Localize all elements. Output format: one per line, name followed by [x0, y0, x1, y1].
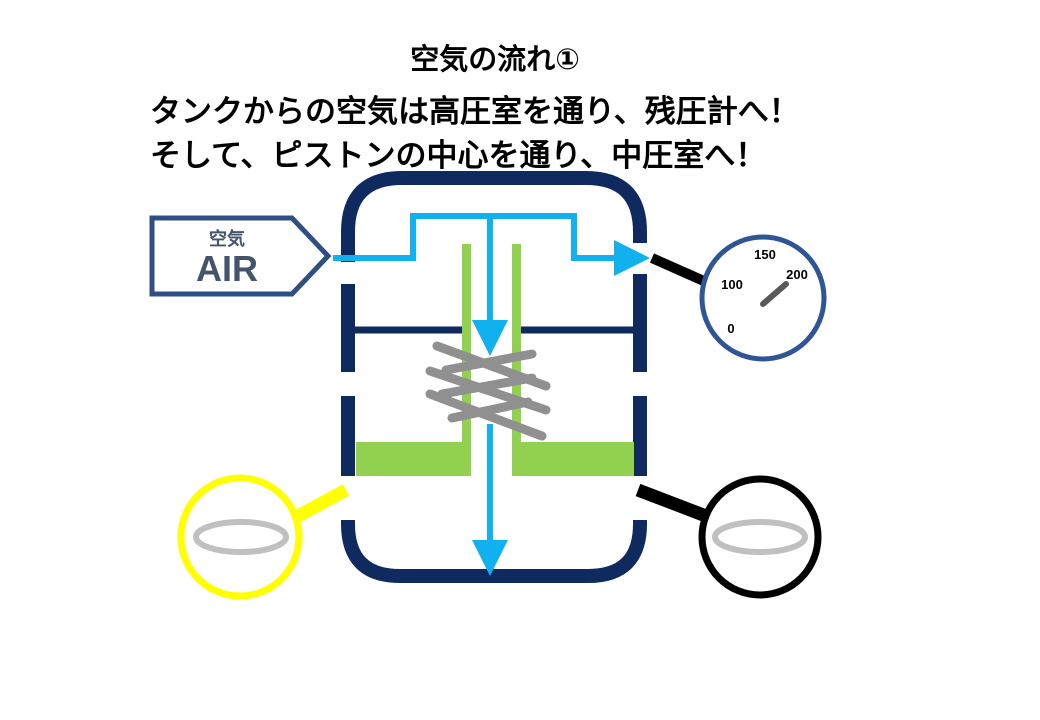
- description-line-1: タンクからの空気は高圧室を通り、残圧計へ！: [150, 94, 800, 130]
- pressure-gauge: 0 100 150 200: [649, 234, 827, 362]
- air-flow-path: [333, 213, 650, 576]
- gauge-tick-100: 100: [721, 277, 743, 292]
- magnifier-icon: [177, 474, 350, 600]
- gauge-tick-200: 200: [786, 267, 808, 282]
- spring: [425, 341, 551, 441]
- magnifier-icon: [635, 475, 822, 599]
- piston: [356, 244, 634, 476]
- o-ring-icon: [712, 519, 808, 555]
- air-inlet-label-jp: 空気: [209, 228, 245, 249]
- gauge-tick-0: 0: [727, 321, 734, 336]
- description-line-2: そして、ピストンの中心を通り、中圧室へ！: [150, 138, 767, 174]
- diagram-title: 空気の流れ①: [410, 42, 580, 76]
- air-inlet-label-en: AIR: [196, 248, 258, 289]
- regulator-housing: [341, 171, 647, 583]
- gauge-needle: [760, 281, 789, 307]
- gauge-tick-150: 150: [754, 247, 776, 262]
- air-inlet-badge: 空気 AIR: [149, 215, 332, 297]
- o-ring-icon: [193, 519, 289, 555]
